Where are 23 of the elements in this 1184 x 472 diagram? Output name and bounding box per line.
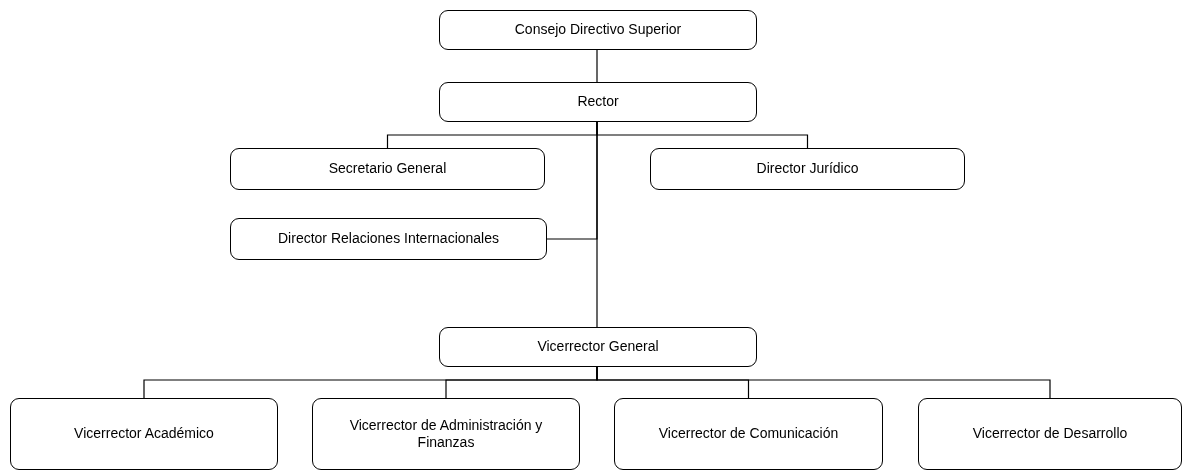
connector-line	[596, 366, 1051, 399]
org-box	[439, 82, 757, 122]
role-title: Secretario General	[328, 160, 447, 178]
role-title: Rector	[577, 93, 619, 111]
role-title: Consejo Directivo Superior	[514, 21, 682, 39]
org-box	[439, 327, 757, 367]
role-title: Vicerrector de Desarrollo	[972, 425, 1128, 443]
role-title: Vicerrector General	[537, 338, 659, 356]
role-title: Vicerrector de Administración y Finanzas	[348, 416, 544, 452]
org-box	[230, 148, 545, 190]
org-box	[650, 148, 965, 190]
role-title: Vicerrector Académico	[74, 425, 214, 443]
org-box	[312, 398, 580, 470]
org-box	[918, 398, 1182, 470]
connector-line	[596, 121, 598, 328]
org-box	[439, 10, 757, 50]
connector-line	[596, 49, 598, 83]
org-box	[614, 398, 883, 470]
role-title: Vicerrector de Comunicación	[658, 425, 839, 443]
role-title: Director Relaciones Internacionales	[278, 230, 499, 248]
org-box	[230, 218, 547, 260]
role-title: Director Jurídico	[756, 160, 859, 178]
org-box	[10, 398, 278, 470]
